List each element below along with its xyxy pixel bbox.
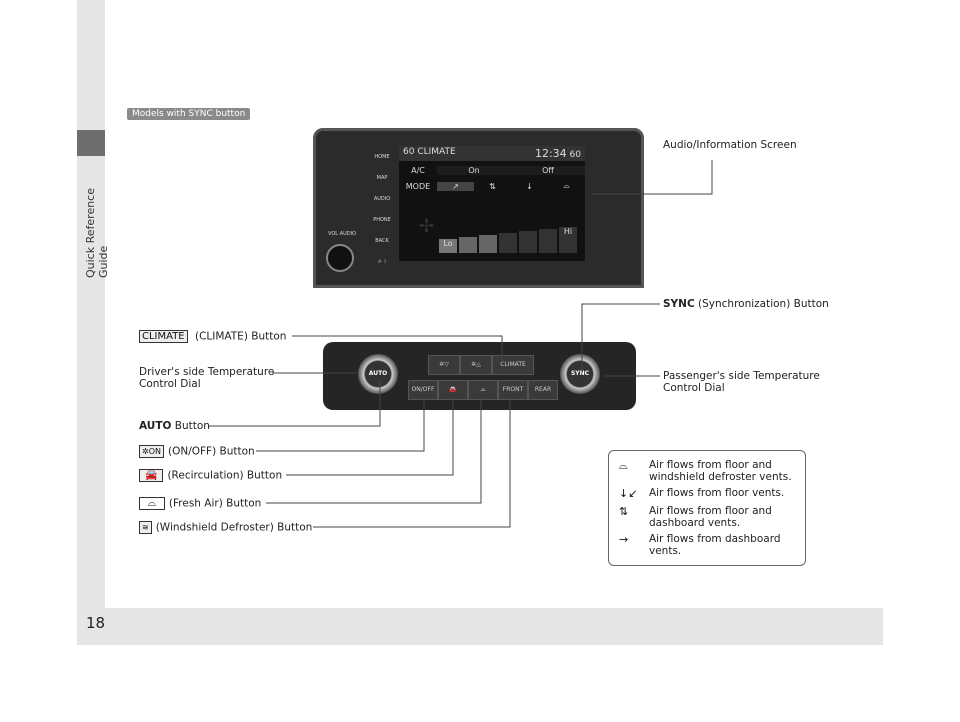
audio-button[interactable]: AUDIO	[373, 196, 391, 202]
audio-information-screen: HOME MAP AUDIO PHONE BACK ☼☽ VOL AUDIO 6…	[313, 128, 644, 288]
auto-button-label: AUTO Button	[139, 420, 210, 432]
climate-button-label: CLIMATE (CLIMATE) Button	[139, 330, 286, 343]
back-button[interactable]: BACK	[375, 238, 389, 244]
screen-side-buttons: HOME MAP AUDIO PHONE BACK ☼☽	[371, 147, 393, 273]
mode-label: MODE	[405, 181, 431, 191]
ac-off-button[interactable]: Off	[511, 166, 585, 175]
on-off-label: ✲ON(ON/OFF) Button	[139, 445, 255, 458]
rear-defroster-button[interactable]: REAR	[528, 380, 558, 400]
fresh-air-label: ⌓(Fresh Air) Button	[139, 497, 261, 510]
fan-step[interactable]	[499, 233, 517, 253]
mode-floor-button[interactable]: ↓	[526, 181, 533, 191]
page-number: 18	[86, 614, 106, 632]
fan-down-button[interactable]: ✲▽	[428, 355, 460, 375]
recirculation-icon: 🚘	[139, 469, 164, 482]
floor-mode-icon: ↓↙	[619, 487, 638, 500]
floor-defroster-mode-icon: ⌓	[619, 459, 628, 472]
fan-icon: ✢	[419, 216, 435, 237]
airflow-legend: ⌓ Air flows from floor and windshield de…	[608, 450, 806, 566]
dashboard-mode-icon: →	[619, 533, 629, 546]
mode-floor-dashboard-button[interactable]: ⇅	[489, 181, 496, 191]
fresh-air-button[interactable]: ⌓	[468, 380, 498, 400]
home-button[interactable]: HOME	[374, 154, 390, 160]
temp-left: 60	[403, 147, 415, 157]
fan-speed-bar[interactable]: Lo Hi	[439, 227, 577, 253]
climate-control-panel: AUTO SYNC ✲▽ ✲△ CLIMATE ON/OFF 🚘 ⌓ FRONT…	[323, 342, 636, 410]
defroster-label: ≋(Windshield Defroster) Button	[139, 521, 312, 534]
ac-on-button[interactable]: On	[437, 166, 511, 175]
fan-lo[interactable]: Lo	[439, 239, 457, 253]
clock: 12:34	[534, 147, 567, 160]
phone-button[interactable]: PHONE	[373, 217, 391, 223]
driver-temperature-dial[interactable]: AUTO	[358, 354, 398, 394]
climate-icon: CLIMATE	[139, 330, 188, 343]
legend-item: Air flows from floor and dashboard vents…	[649, 505, 772, 529]
side-margin	[77, 0, 105, 645]
recirculation-button[interactable]: 🚘	[438, 380, 468, 400]
passenger-dial-label: Passenger's side Temperature Control Dia…	[663, 370, 820, 394]
screen-title: CLIMATE	[417, 147, 456, 157]
ac-label: A/C	[411, 166, 425, 175]
sync-button-label: SYNC (Synchronization) Button	[663, 298, 829, 310]
model-badge: Models with SYNC button	[127, 108, 251, 120]
brightness-icon[interactable]: ☼☽	[377, 259, 387, 265]
fan-step[interactable]	[479, 235, 497, 253]
fan-up-button[interactable]: ✲△	[460, 355, 492, 375]
mode-floor-defrost-button[interactable]: ⌓	[563, 181, 570, 190]
fan-step[interactable]	[519, 231, 537, 253]
footer-band	[77, 608, 883, 645]
temp-right: 60	[569, 150, 581, 160]
audio-screen-label: Audio/Information Screen	[663, 139, 797, 151]
recirculation-label: 🚘(Recirculation) Button	[139, 469, 282, 482]
front-defroster-button[interactable]: FRONT	[498, 380, 528, 400]
passenger-temperature-dial[interactable]: SYNC	[560, 354, 600, 394]
driver-dial-label: Driver's side Temperature Control Dial	[139, 366, 275, 390]
legend-item: Air flows from dashboard vents.	[649, 533, 781, 557]
fan-hi[interactable]: Hi	[559, 227, 577, 253]
legend-item: Air flows from floor and windshield defr…	[649, 459, 792, 483]
fan-step[interactable]	[459, 237, 477, 253]
mode-dashboard-button[interactable]: ↗	[437, 181, 474, 191]
legend-item: Air flows from floor vents.	[649, 487, 785, 499]
vol-label: VOL AUDIO	[328, 231, 356, 237]
floor-dashboard-mode-icon: ⇅	[619, 505, 629, 518]
volume-knob[interactable]	[326, 244, 354, 272]
on-off-button[interactable]: ON/OFF	[408, 380, 438, 400]
fan-step[interactable]	[539, 229, 557, 253]
section-tab	[77, 130, 105, 156]
on-off-icon: ✲ON	[139, 445, 164, 458]
windshield-defroster-icon: ≋	[139, 521, 152, 534]
fresh-air-icon: ⌓	[139, 497, 165, 510]
map-button[interactable]: MAP	[376, 175, 388, 181]
